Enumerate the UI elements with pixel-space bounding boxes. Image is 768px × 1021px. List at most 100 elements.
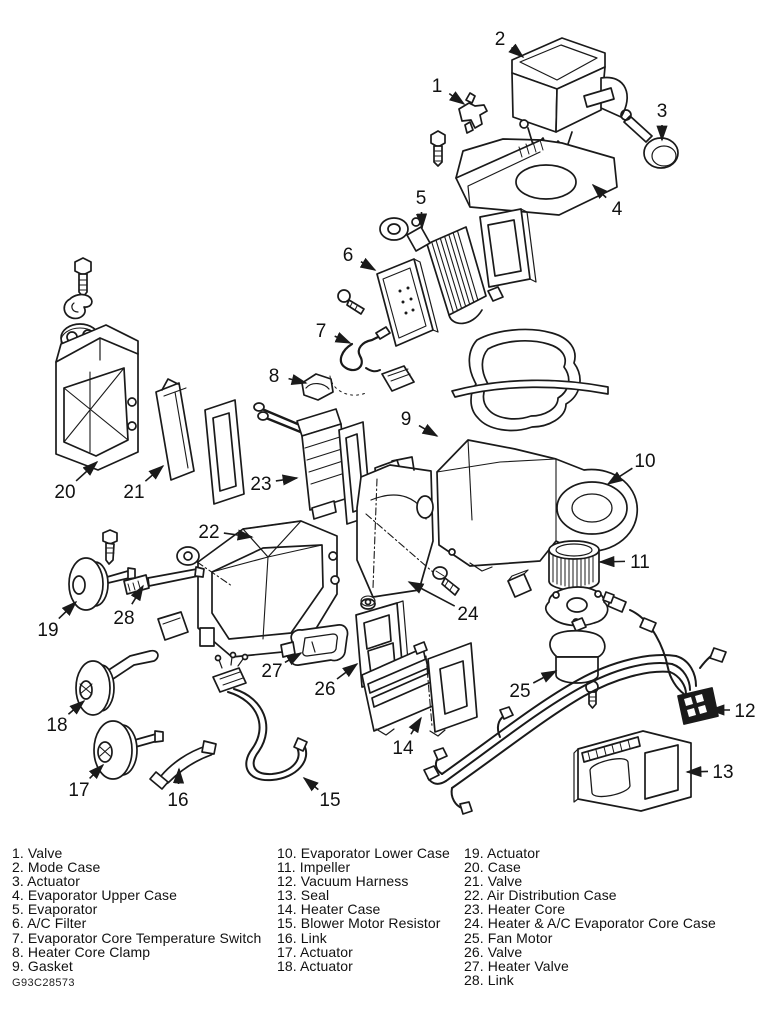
part-14-heater-case	[361, 641, 478, 737]
callout-5: 5	[416, 188, 428, 230]
hook-clamp	[63, 293, 93, 320]
callout-21: 21	[123, 464, 165, 503]
callout-number-22: 22	[198, 522, 219, 543]
legend-item-26: 26. Valve	[464, 943, 523, 960]
part-17-actuator	[93, 720, 164, 780]
legend-item-28: 28. Link	[464, 971, 514, 988]
callout-6: 6	[343, 245, 377, 271]
part-1-valve	[458, 92, 488, 134]
part-22-air-distribution-case	[197, 520, 340, 658]
part-8-heater-core-clamp	[301, 373, 334, 401]
callout-16: 16	[167, 767, 189, 811]
legend-item-15: 15. Blower Motor Resistor	[277, 915, 441, 932]
part-7-evaporator-core-temperature-switch	[329, 326, 415, 396]
part-6-ac-filter	[376, 258, 439, 347]
callout-number-18: 18	[46, 715, 67, 736]
figure-code: G93C28573	[12, 977, 75, 989]
callout-12: 12	[708, 701, 756, 722]
callout-11: 11	[598, 552, 650, 573]
legend-item-27: 27. Heater Valve	[464, 957, 569, 974]
callout-2: 2	[495, 29, 525, 59]
callout-number-17: 17	[68, 780, 89, 801]
diagram-svg: 1234567891011121314151617181920212223242…	[37, 29, 756, 815]
filter-frame	[479, 208, 537, 288]
callout-15: 15	[302, 776, 341, 811]
callout-28: 28	[113, 584, 144, 629]
callout-13: 13	[685, 762, 734, 783]
legend-item-18: 18. Actuator	[277, 957, 353, 974]
callout-3: 3	[656, 101, 668, 142]
callout-number-6: 6	[343, 245, 354, 266]
callout-number-14: 14	[392, 738, 414, 759]
part-28-link-rod	[123, 566, 205, 595]
part-20-case	[55, 324, 139, 471]
legend-item-2: 2. Mode Case	[12, 859, 101, 876]
callout-14: 14	[392, 716, 422, 759]
legend-item-5: 5. Evaporator	[12, 901, 98, 918]
part-23-heater-core	[253, 402, 349, 520]
callout-number-24: 24	[457, 604, 479, 625]
part-19-actuator	[68, 557, 136, 611]
bolt-icon	[102, 529, 118, 565]
callout-number-15: 15	[319, 790, 340, 811]
callout-number-4: 4	[612, 199, 623, 220]
part-21-valve-panel	[155, 378, 195, 481]
legend-item-3: 3. Actuator	[12, 873, 81, 890]
nut	[360, 595, 376, 610]
callout-27: 27	[261, 652, 303, 682]
bolt-icon	[430, 130, 446, 167]
callout-24: 24	[407, 581, 479, 625]
part-18-actuator	[75, 649, 159, 716]
callout-1: 1	[432, 76, 466, 105]
part-12-vacuum-harness	[423, 591, 727, 815]
motor-mount-plate	[544, 586, 609, 627]
callout-number-1: 1	[432, 76, 443, 97]
legend-item-11: 11. Impeller	[277, 859, 351, 876]
grommet	[176, 546, 233, 587]
callout-number-2: 2	[495, 29, 506, 50]
callout-number-27: 27	[261, 661, 282, 682]
legend-item-8: 8. Heater Core Clamp	[12, 943, 151, 960]
callout-number-26: 26	[314, 679, 335, 700]
legend-item-13: 13. Seal	[277, 887, 330, 904]
legend-item-20: 20. Case	[464, 859, 521, 876]
callout-number-20: 20	[54, 482, 75, 503]
callout-number-19: 19	[37, 620, 58, 641]
legend-item-17: 17. Actuator	[277, 943, 353, 960]
callout-25: 25	[509, 670, 558, 702]
callout-number-5: 5	[416, 188, 427, 209]
callout-19: 19	[37, 600, 78, 641]
callout-number-12: 12	[734, 701, 755, 722]
callout-23: 23	[250, 474, 299, 495]
legend-item-24: 24. Heater & A/C Evaporator Core Case	[464, 915, 716, 932]
callout-20: 20	[54, 460, 99, 503]
legend-item-9: 9. Gasket	[12, 957, 73, 974]
callout-number-7: 7	[316, 321, 327, 342]
part-3-actuator	[620, 109, 679, 169]
callout-4: 4	[591, 183, 623, 220]
legend-item-6: 6. A/C Filter	[12, 915, 87, 932]
callout-number-23: 23	[250, 474, 271, 495]
legend-item-14: 14. Heater Case	[277, 901, 381, 918]
part-25-fan-motor	[549, 617, 606, 684]
legend-item-12: 12. Vacuum Harness	[277, 873, 409, 890]
case-seal-strip	[451, 379, 609, 398]
legend-item-19: 19. Actuator	[464, 845, 540, 861]
callout-number-21: 21	[123, 482, 144, 503]
callout-9: 9	[401, 409, 439, 437]
part-16-link	[149, 740, 217, 790]
part-10-evaporator-lower-case	[436, 439, 638, 572]
legend-item-21: 21. Valve	[464, 873, 523, 890]
mount-block	[507, 569, 532, 598]
callout-number-8: 8	[269, 366, 280, 387]
callout-number-3: 3	[657, 101, 668, 122]
legend-item-16: 16. Link	[277, 929, 327, 946]
screw-icon	[432, 566, 460, 596]
callout-number-11: 11	[630, 552, 650, 573]
